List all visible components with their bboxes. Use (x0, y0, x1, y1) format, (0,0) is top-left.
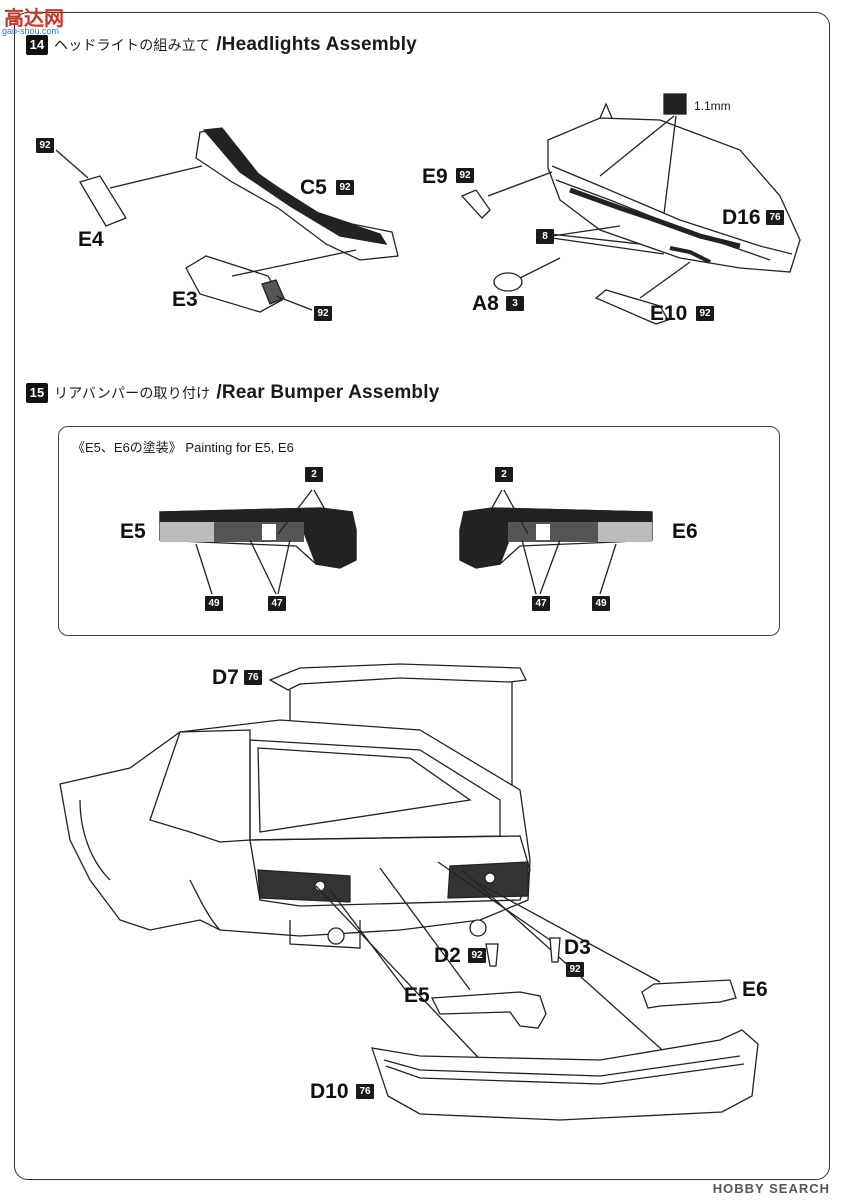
section-14-title: 14 ヘッドライトの組み立て /Headlights Assembly (26, 34, 417, 56)
e5-top-code: 2 (305, 467, 323, 482)
label-a8: A8 (472, 292, 499, 315)
d3-color-code: 92 (566, 962, 584, 977)
section-14-title-en: /Headlights Assembly (216, 34, 417, 55)
label-e10: E10 (650, 302, 688, 325)
label-e3: E3 (172, 288, 198, 311)
page-frame (14, 12, 830, 1180)
part-e5-rear-shape (430, 991, 547, 1029)
label-d3: D3 (564, 936, 591, 959)
watermark-url: gao-shou.com (2, 26, 60, 36)
part-e6-rear-shape (641, 979, 737, 1009)
part-d7-shape (268, 663, 527, 691)
part-d2-shape (485, 943, 499, 967)
footer-watermark: HOBBY SEARCH (712, 1181, 830, 1196)
e6-top-code: 2 (495, 467, 513, 482)
section-15-title: 15 リアバンパーの取り付け /Rear Bumper Assembly (26, 382, 439, 404)
a8-color-code: 3 (506, 296, 524, 311)
d10-color-code: 76 (356, 1084, 374, 1099)
e6-mid-code: 47 (532, 596, 550, 611)
part-e4-shape (79, 175, 127, 227)
paint-label-e5: E5 (120, 520, 146, 543)
label-d2: D2 (434, 944, 461, 967)
e4-color-code: 92 (36, 138, 54, 153)
part-e9-shape (460, 189, 491, 219)
e5-left-code: 49 (205, 596, 223, 611)
label-e6-rear: E6 (742, 978, 768, 1001)
part-d3-shape (549, 937, 561, 963)
label-c5: C5 (300, 176, 327, 199)
part-e3-shape (185, 255, 283, 313)
paint-label-e6: E6 (672, 520, 698, 543)
d2-color-code: 92 (468, 948, 486, 963)
e5-mid-code: 47 (268, 596, 286, 611)
section-15-title-en: /Rear Bumper Assembly (216, 382, 440, 403)
d7-color-code: 76 (244, 670, 262, 685)
label-d16: D16 (722, 206, 761, 229)
label-e9: E9 (422, 165, 448, 188)
d16-color-code: 76 (766, 210, 784, 225)
label-d10: D10 (310, 1080, 349, 1103)
e6-right-code: 49 (592, 596, 610, 611)
part-a8-shape (493, 272, 523, 292)
section-15-number: 15 (26, 383, 48, 403)
label-d7: D7 (212, 666, 239, 689)
label-e5-rear: E5 (404, 984, 430, 1007)
painting-box-title: 《E5、E6の塗装》 Painting for E5, E6 (72, 440, 294, 455)
part-e10-shape (594, 289, 669, 325)
e3-color-code: 92 (314, 306, 332, 321)
drill-size: 1.1mm (694, 99, 731, 113)
e9-color-code: 92 (456, 168, 474, 183)
section-15-title-jp: リアバンパーの取り付け (54, 385, 211, 401)
c5-color-code: 92 (336, 180, 354, 195)
section-14-number: 14 (26, 35, 48, 55)
label-e4: E4 (78, 228, 104, 251)
part-d16-shape (547, 117, 801, 273)
painting-box (58, 426, 780, 636)
watermark-logo: 高达网 (4, 8, 64, 30)
car-body-shape (59, 719, 531, 937)
part-8-code: 8 (536, 229, 554, 244)
section-14-title-jp: ヘッドライトの組み立て (54, 37, 211, 53)
e10-color-code: 92 (696, 306, 714, 321)
